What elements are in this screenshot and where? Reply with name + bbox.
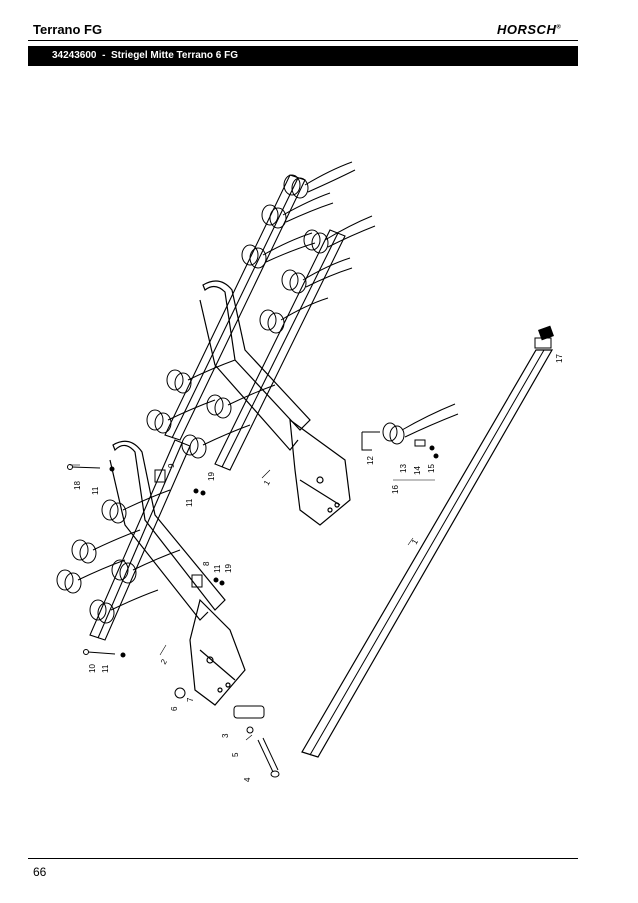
spring-tines — [56, 161, 376, 624]
callout-19-a: 19 — [207, 472, 216, 481]
callout-8: 8 — [202, 561, 211, 566]
square-bar-part — [301, 325, 554, 758]
callout-10: 10 — [88, 664, 97, 673]
spare-tine-assembly — [361, 403, 459, 459]
horsch-logo: HORSCH® — [497, 22, 561, 37]
callout-3: 3 — [221, 733, 230, 738]
lower-arm-bracket — [109, 440, 246, 706]
title-separator: - — [102, 50, 106, 61]
callout-17: 17 — [555, 354, 564, 363]
lower-tine-beam — [89, 439, 191, 641]
fasteners — [67, 464, 280, 778]
header-title: Terrano FG — [33, 22, 103, 37]
section-title-bar: 34243600 - Striegel Mitte Terrano 6 FG — [28, 46, 578, 66]
callout-15: 15 — [427, 464, 436, 473]
callout-11-a: 11 — [91, 486, 100, 495]
callout-2: 2 — [159, 657, 169, 666]
callout-1-right: 1 — [410, 537, 420, 546]
upper-tine-beam — [164, 174, 346, 471]
page-number: 66 — [33, 865, 47, 879]
callout-18: 18 — [73, 481, 82, 490]
callout-19-b: 19 — [224, 564, 233, 573]
callout-4: 4 — [243, 777, 252, 782]
callout-5: 5 — [231, 752, 240, 757]
logo-registered-mark: ® — [556, 24, 562, 31]
callout-12: 12 — [366, 456, 375, 465]
callout-16: 16 — [391, 485, 400, 494]
callout-6: 6 — [170, 706, 179, 711]
callout-11-c: 11 — [185, 498, 194, 507]
callout-7: 7 — [186, 697, 195, 702]
header-divider — [28, 40, 578, 41]
logo-text: HORSCH — [497, 22, 557, 37]
callout-9: 9 — [167, 463, 176, 468]
callout-numbers: 1 1 2 3 4 5 6 7 8 9 10 11 11 11 11 12 13… — [73, 354, 564, 782]
callout-14: 14 — [413, 466, 422, 475]
callout-11-b: 11 — [101, 664, 110, 673]
part-number: 34243600 — [52, 50, 97, 61]
callout-13: 13 — [399, 464, 408, 473]
callout-11-d: 11 — [213, 564, 222, 573]
callout-1-left: 1 — [262, 478, 272, 487]
upper-arm-bracket — [199, 280, 351, 526]
footer-divider — [28, 858, 578, 859]
leader-lines — [70, 464, 435, 741]
part-description: Striegel Mitte Terrano 6 FG — [110, 50, 239, 61]
